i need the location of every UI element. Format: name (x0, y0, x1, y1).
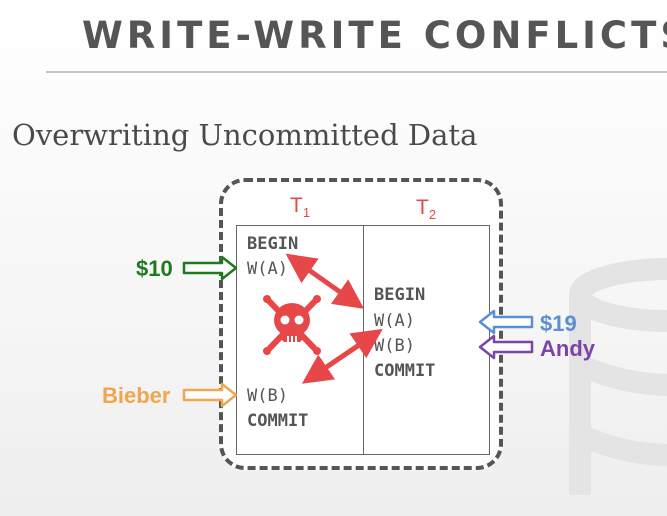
purple-arrow-icon (478, 334, 534, 360)
t1-header-name: T (290, 194, 303, 217)
t1-op-write-b: W(B) (247, 386, 288, 406)
conflict-arrow-write-a (285, 253, 365, 309)
t2-header: T2 (416, 196, 436, 222)
t1-op-write-a: W(A) (247, 259, 288, 279)
t2-op-write-a: W(A) (374, 311, 415, 331)
green-arrow-icon (182, 255, 238, 281)
t1-value-b-label: Bieber (102, 383, 171, 408)
t2-value-b-label: Andy (540, 336, 595, 361)
t1-value-a-label: $10 (136, 256, 173, 281)
slide-title: WRITE-WRITE CONFLICTS (82, 14, 667, 57)
database-cylinder-icon (569, 258, 667, 495)
t1-op-begin: BEGIN (247, 234, 299, 254)
title-divider (46, 71, 667, 73)
slide-subtitle: Overwriting Uncommitted Data (12, 118, 478, 152)
t2-op-commit: COMMIT (374, 361, 436, 381)
conflict-arrow-write-b (301, 328, 383, 384)
t1-header-sub: 1 (302, 205, 311, 221)
t2-header-sub: 2 (428, 207, 437, 223)
t1-header: T1 (290, 194, 310, 220)
orange-arrow-icon (182, 382, 238, 408)
blue-arrow-icon (478, 309, 534, 335)
t2-header-name: T (416, 196, 429, 219)
t2-op-write-b: W(B) (374, 336, 415, 356)
t2-op-begin: BEGIN (374, 285, 426, 305)
t1-op-commit: COMMIT (247, 411, 309, 431)
t2-value-a-label: $19 (540, 311, 577, 336)
skull-crossbones-icon (263, 295, 321, 355)
